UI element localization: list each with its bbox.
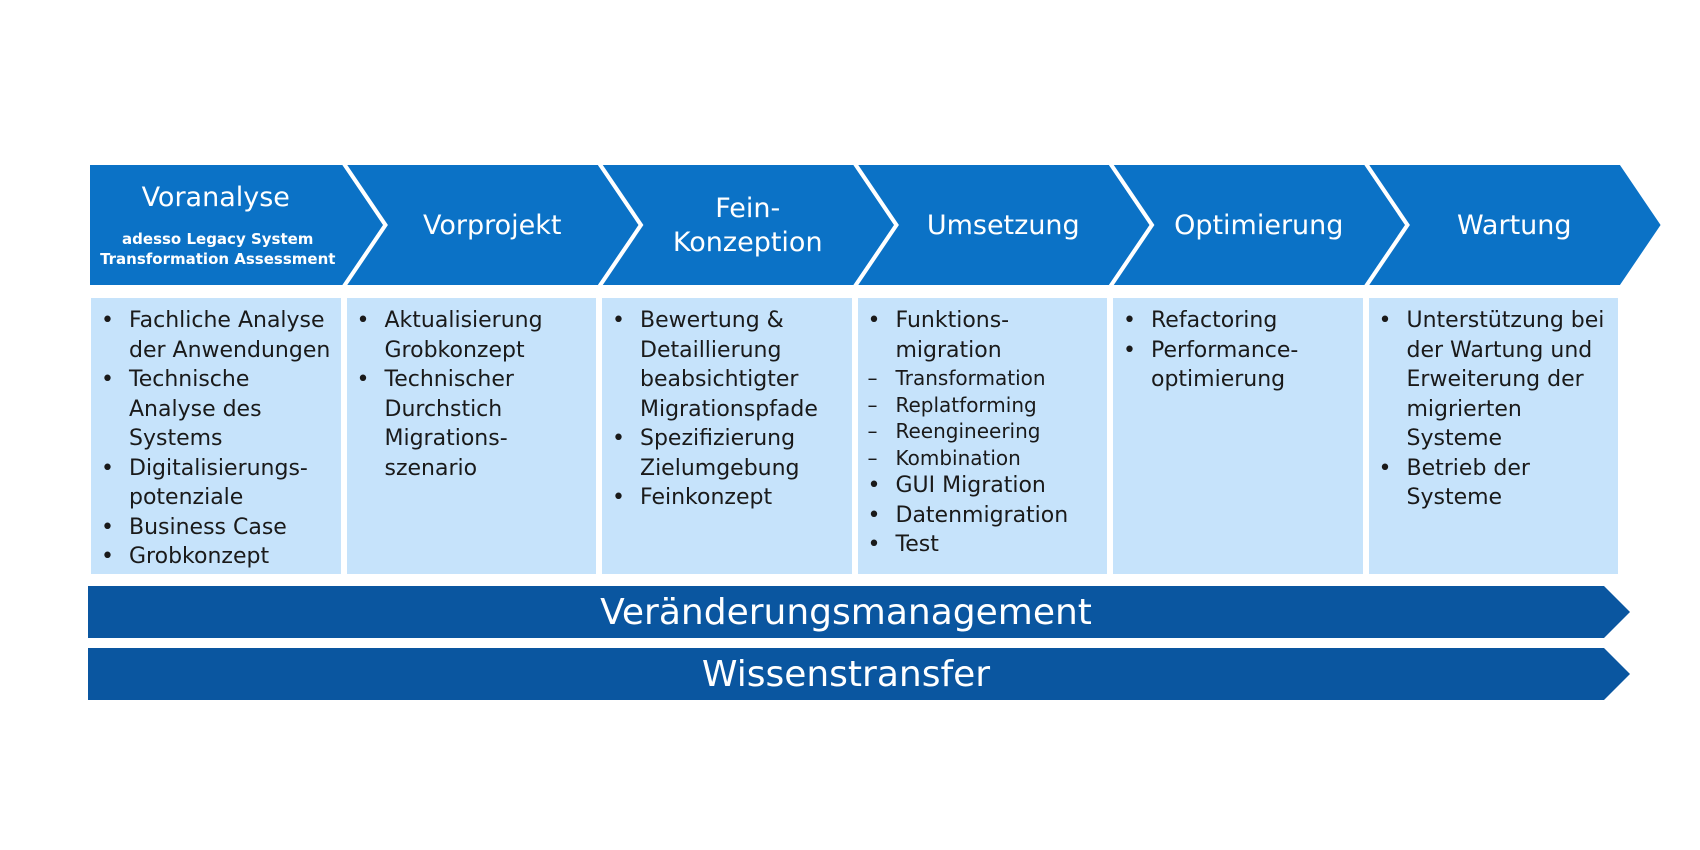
list-item: • Datenmigration	[862, 501, 1104, 531]
bullet-marker: •	[612, 308, 625, 333]
bullet-marker: •	[1123, 308, 1136, 333]
phase-column-wartung: • Unterstützung bei der Wartung und Erwei…	[1368, 298, 1618, 574]
list-item-text: GUI Migration	[895, 473, 1046, 498]
list-item-text: Grobkonzept	[129, 544, 270, 569]
phase-column-voranalyse: • Fachliche Analyse der Anwendungen • Techn…	[91, 298, 341, 574]
bullet-marker: •	[1378, 308, 1392, 333]
phase-title-optimierung: Optimierung	[1174, 210, 1343, 241]
phase-column-optimierung: • Refactoring • Performance-optimierung	[1113, 298, 1363, 574]
list-item: • Funktions-migration	[862, 306, 1104, 365]
bullet-marker: •	[867, 308, 881, 333]
list-item-text: Technischer Durchstich Migrations-szenar…	[384, 367, 514, 481]
list-item-text: Transformation	[895, 366, 1046, 390]
list-item-text: Technische Analyse des Systems	[129, 367, 262, 451]
list-item: • Spezifizierung Zielumgebung	[606, 424, 848, 483]
list-item-text: Business Case	[129, 514, 287, 540]
phase-title-vorprojekt: Vorprojekt	[423, 210, 562, 241]
phase-title-wartung: Wartung	[1457, 210, 1572, 241]
bullet-marker: •	[612, 426, 625, 451]
band-label-veranderungsmanagement: Veränderungsmanagement	[600, 592, 1092, 633]
dash-marker: –	[867, 419, 878, 443]
phase-column-fein-konzeption: • Bewertung & Detaillierung beabsichtigte…	[602, 298, 852, 574]
list-item-text: Unterstützung bei der Wartung und Erweit…	[1406, 308, 1605, 451]
phase-column-umsetzung: •Funktions-migration–Transformation–Repl…	[857, 298, 1107, 574]
phase-chevron-fein-konzeption	[595, 161, 899, 289]
bullet-marker: •	[101, 455, 114, 481]
list-item-text: Test	[895, 532, 939, 557]
list-item-text: Bewertung & Detaillierung beabsichtigter…	[640, 308, 818, 422]
phase-item-list: • Bewertung & Detaillierung beabsichtigte…	[606, 306, 848, 513]
bullet-marker: •	[867, 532, 881, 557]
bullet-marker: •	[101, 308, 114, 333]
sub-list-item: –Reengineering	[862, 418, 1104, 445]
list-item: • Test	[862, 530, 1104, 560]
list-item: • Refactoring	[1117, 306, 1359, 336]
list-item: • Aktualisierung Grobkonzept	[351, 306, 593, 365]
band-arrow-veranderungsmanagement	[88, 586, 1630, 638]
dash-marker: –	[867, 366, 878, 390]
phase-subtitle-voranalyse-line-2: Transformation Assessment	[100, 250, 335, 268]
list-item-text: Reengineering	[895, 419, 1041, 443]
list-item: • Grobkonzept	[95, 542, 337, 572]
phase-chevrons: Voranalyse adesso Legacy SystemTransforma…	[86, 161, 1666, 289]
phase-title-voranalyse: Voranalyse	[142, 182, 290, 213]
bullet-marker: •	[867, 502, 881, 528]
phase-item-list: • Refactoring • Performance-optimierung	[1117, 306, 1359, 395]
phase-title-fein-konzeption-line-2: Konzeption	[673, 227, 823, 258]
phase-chevron-wartung	[1361, 161, 1666, 289]
phase-column-vorprojekt: • Aktualisierung Grobkonzept • Technischer …	[346, 298, 596, 574]
list-item: • GUI Migration	[862, 471, 1104, 501]
bullet-marker: •	[1123, 337, 1136, 363]
list-item-text: Digitalisierungs-potenziale	[129, 455, 308, 511]
list-item: • Feinkonzept	[606, 483, 848, 513]
list-item-text: Feinkonzept	[640, 485, 773, 510]
band-label-wissenstransfer: Wissenstransfer	[702, 654, 990, 695]
list-item: • Technischer Durchstich Migrations-szena…	[351, 365, 593, 483]
phase-item-list: • Aktualisierung Grobkonzept • Technischer …	[351, 306, 593, 483]
list-item: • Fachliche Analyse der Anwendungen	[95, 306, 337, 365]
bullet-marker: •	[356, 308, 370, 333]
phase-item-list: • Unterstützung bei der Wartung und Erwei…	[1373, 306, 1615, 513]
list-item: • Digitalisierungs-potenziale	[95, 454, 337, 513]
bullet-marker: •	[1378, 455, 1392, 481]
list-item: • Technische Analyse des Systems	[95, 365, 337, 454]
phase-subtitle-voranalyse-line-1: adesso Legacy System	[122, 230, 313, 248]
bullet-marker: •	[356, 367, 370, 392]
list-item-text: Spezifizierung Zielumgebung	[640, 426, 800, 481]
list-item-text: Performance-optimierung	[1151, 337, 1299, 393]
list-item-text: Funktions-migration	[895, 308, 1010, 363]
bullet-marker: •	[101, 367, 114, 392]
sub-list-item: –Replatforming	[862, 392, 1104, 419]
phase-title-umsetzung: Umsetzung	[927, 210, 1080, 241]
dash-marker: –	[867, 445, 878, 470]
band-arrow-wissenstransfer	[88, 648, 1630, 700]
list-item: • Business Case	[95, 513, 337, 543]
bullet-marker: •	[101, 514, 114, 540]
phase-item-list: • Fachliche Analyse der Anwendungen • Techn…	[95, 306, 337, 572]
list-item: • Betrieb der Systeme	[1373, 454, 1615, 513]
bullet-marker: •	[867, 473, 881, 498]
phase-item-list: •Funktions-migration–Transformation–Repl…	[862, 306, 1104, 560]
list-item-text: Aktualisierung Grobkonzept	[384, 308, 543, 363]
list-item-text: Fachliche Analyse der Anwendungen	[129, 308, 331, 363]
list-item-text: Refactoring	[1151, 308, 1278, 333]
list-item: • Unterstützung bei der Wartung und Erwei…	[1373, 306, 1615, 454]
list-item: • Performance-optimierung	[1117, 336, 1359, 395]
dash-marker: –	[867, 392, 878, 417]
sub-list-item: –Kombination	[862, 445, 1104, 472]
list-item-text: Datenmigration	[895, 502, 1069, 528]
list-item-text: Replatforming	[895, 392, 1037, 417]
phase-title-fein-konzeption-line-1: Fein-	[715, 193, 780, 224]
sub-list-item: –Transformation	[862, 365, 1104, 392]
bullet-marker: •	[612, 485, 625, 510]
list-item-text: Kombination	[895, 445, 1021, 470]
bullet-marker: •	[101, 544, 114, 569]
list-item-text: Betrieb der Systeme	[1406, 455, 1530, 511]
list-item: • Bewertung & Detaillierung beabsichtigte…	[606, 306, 848, 424]
